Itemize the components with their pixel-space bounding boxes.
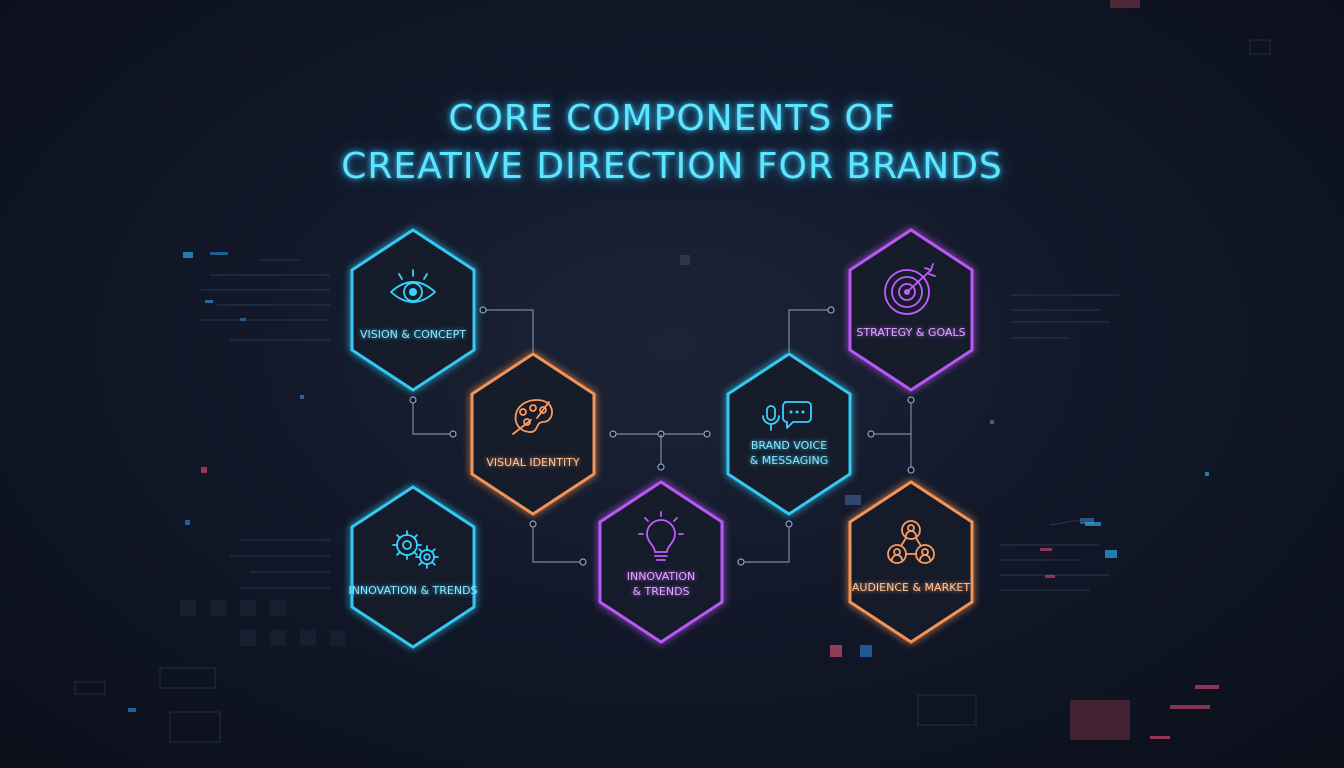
speech-icon — [762, 401, 812, 431]
hex-voice — [726, 352, 852, 516]
audience-icon — [887, 520, 935, 564]
hex-label-voice: BRAND VOICE& MESSAGING — [749, 439, 829, 467]
palette-icon — [512, 399, 553, 435]
hex-strategy — [848, 228, 974, 392]
connector-lines — [409, 306, 915, 566]
target-icon — [884, 263, 936, 315]
hex-label-audience: AUDIENCE & MARKET — [851, 581, 971, 594]
eye-icon — [390, 269, 436, 303]
title-line-2: CREATIVE DIRECTION FOR BRANDS — [341, 146, 1003, 187]
hex-audience — [848, 480, 974, 644]
hex-label-innov-left: INNOVATION & TRENDS — [348, 584, 478, 597]
hex-label-vision: VISION & CONCEPT — [359, 328, 466, 341]
gears-icon — [392, 530, 439, 569]
hex-label-innov-center: INNOVATION& TRENDS — [626, 570, 696, 598]
title-line-1: CORE COMPONENTS OF — [448, 98, 896, 139]
hex-label-strategy: STRATEGY & GOALS — [856, 326, 966, 339]
hex-vision — [350, 228, 476, 392]
lightbulb-icon — [638, 511, 684, 561]
hex-innov-center — [598, 480, 724, 644]
hex-label-visual: VISUAL IDENTITY — [486, 456, 580, 469]
hex-innov-left — [350, 485, 476, 649]
hex-visual — [470, 352, 596, 516]
